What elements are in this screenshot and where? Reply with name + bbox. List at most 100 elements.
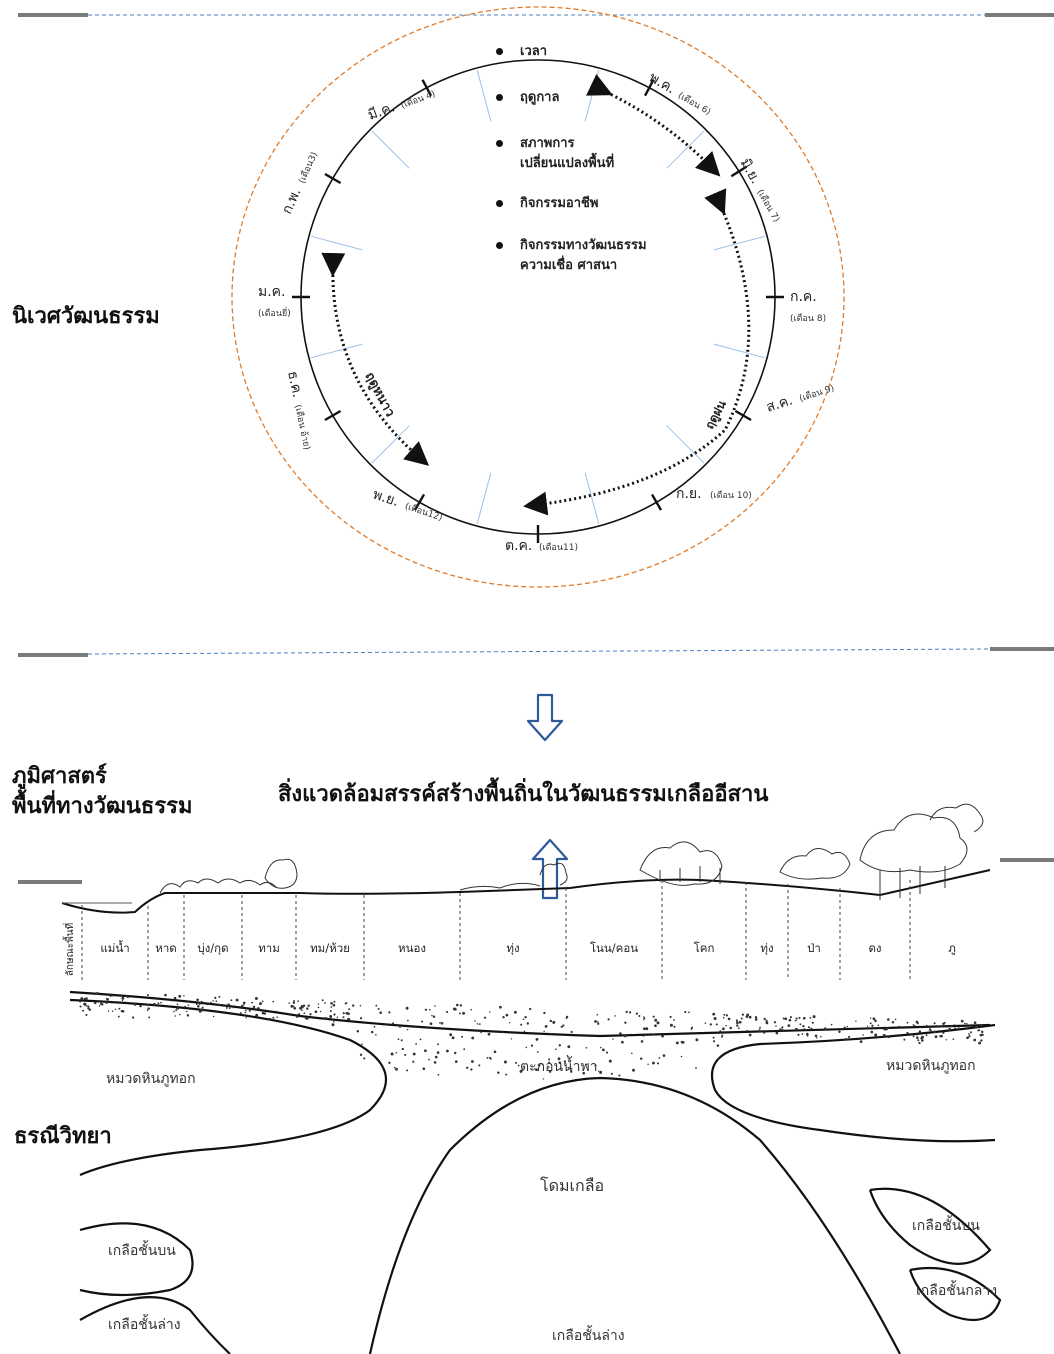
sediment-dot [882, 1033, 886, 1037]
month-name: ส.ค. [764, 392, 794, 416]
sediment-dot [945, 1039, 948, 1041]
sediment-dot [960, 1019, 964, 1023]
sediment-dot [293, 1006, 297, 1010]
sediment-dot [978, 1041, 982, 1045]
sediment-dot [715, 1023, 718, 1026]
strata-label: ทาม [258, 941, 280, 955]
sediment-dot [688, 1011, 690, 1014]
sediment-dot [602, 1048, 605, 1052]
sediment-dot [314, 1010, 318, 1014]
sediment-dot [618, 1074, 621, 1077]
sediment-dot [535, 1068, 538, 1072]
sediment-dot [748, 1015, 752, 1019]
sediment-dot [684, 1011, 687, 1014]
legend-item-area-change: สภาพการเปลี่ยนแปลงพื้นที่ [496, 134, 614, 174]
sediment-dot [293, 1000, 295, 1002]
sediment-dot [79, 1001, 81, 1003]
sediment-dot [395, 1052, 398, 1054]
sediment-dot [802, 1025, 805, 1028]
sediment-dot [878, 1026, 881, 1029]
sediment-dot [608, 1059, 612, 1063]
sediment-dot [759, 1026, 761, 1028]
sediment-dot [486, 1056, 489, 1059]
sediment-dot [204, 1009, 206, 1011]
sediment-dot [333, 1013, 336, 1016]
sediment-dot [869, 1017, 872, 1019]
sediment-dot [597, 1022, 600, 1025]
sediment-dot [713, 1017, 717, 1020]
sediment-dot [709, 1023, 712, 1026]
sediment-dot [565, 1015, 569, 1019]
legend-item-culture: กิจกรรมทางวัฒนธรรมความเชื่อ ศาสนา [496, 236, 647, 276]
sediment-dot [642, 1018, 645, 1021]
sediment-dot [722, 1016, 725, 1019]
sediment-dot [439, 1021, 441, 1024]
sediment-dot [779, 1028, 782, 1031]
main-title: สิ่งแวดล้อมสรรค์สร้างพื้นถิ่นในวัฒนธรรมเ… [278, 782, 769, 807]
sediment-dot [621, 1040, 624, 1044]
rock-left-boundary [69, 998, 387, 1177]
sediment-dot [235, 998, 239, 1002]
sediment-dot [787, 1024, 791, 1027]
sediment-dot [570, 1070, 573, 1073]
sediment-dot [96, 992, 99, 995]
sediment-dot [329, 1015, 333, 1018]
salt-dome [368, 1076, 901, 1354]
sediment-dot [206, 1003, 208, 1006]
legend-text: เวลา [520, 44, 548, 59]
sediment-dot [429, 1022, 433, 1026]
sediment-dot [303, 1012, 306, 1015]
sediment-dot [245, 1009, 247, 1012]
sediment-dot [530, 1044, 534, 1047]
sediment-dot [915, 1020, 919, 1024]
sediment-dot [212, 1000, 214, 1002]
geo-label-rock-left: หมวดหินภูทอก [106, 1071, 196, 1087]
sediment-dot [567, 1045, 571, 1049]
sediment-dot [552, 1020, 556, 1024]
sediment-dot [773, 1021, 777, 1024]
sediment-dot [736, 1021, 739, 1025]
sediment-dot [200, 1000, 203, 1004]
sediment-dot [594, 1020, 597, 1023]
sediment-dot [645, 1027, 649, 1031]
sediment-dot [487, 1032, 491, 1036]
sediment-dot [121, 1009, 125, 1013]
sediment-dot [471, 1036, 475, 1040]
sediment-dot [214, 996, 217, 999]
sediment-dot [848, 1035, 851, 1039]
sediment-dot [741, 1013, 745, 1016]
sediment-dot [388, 1061, 391, 1064]
sediment-dot [598, 1070, 600, 1072]
sediment-dot [974, 1025, 977, 1028]
sediment-dot [597, 1020, 599, 1023]
sediment-dot [88, 1008, 92, 1011]
month-subtitle: (เดือนยี่) [258, 306, 291, 319]
sediment-dot [185, 1010, 188, 1013]
sediment-dot [80, 997, 84, 1000]
sediment-dot [970, 1031, 972, 1034]
sediment-dot [871, 1024, 874, 1027]
sediment-dot [117, 1015, 120, 1018]
sediment-dot [765, 1019, 768, 1023]
sediment-dot [916, 1036, 919, 1039]
sediment-dot [375, 1034, 377, 1036]
sediment-dot [276, 1016, 278, 1018]
sediment-dot [816, 1037, 818, 1039]
month-subtitle: (เดือน 10) [710, 490, 752, 501]
strata-label: ภู [948, 941, 956, 955]
sediment-dot [735, 1019, 738, 1022]
sediment-dot [109, 994, 112, 997]
month-name: ก.ย. [676, 486, 702, 502]
sediment-dot [529, 1007, 532, 1011]
sediment-dot [325, 1017, 328, 1020]
sediment-dot [607, 1018, 610, 1021]
sediment-dot [176, 1007, 179, 1010]
month-label: ก.ย. (เดือน 10) [676, 486, 752, 502]
sediment-dot [722, 1027, 725, 1031]
sediment-dot [404, 1053, 407, 1056]
sediment-dot [612, 1038, 614, 1040]
sediment-dot [716, 1044, 720, 1047]
sediment-dot [838, 1030, 841, 1034]
sediment-dot [789, 1016, 793, 1019]
sediment-dot [112, 994, 114, 997]
